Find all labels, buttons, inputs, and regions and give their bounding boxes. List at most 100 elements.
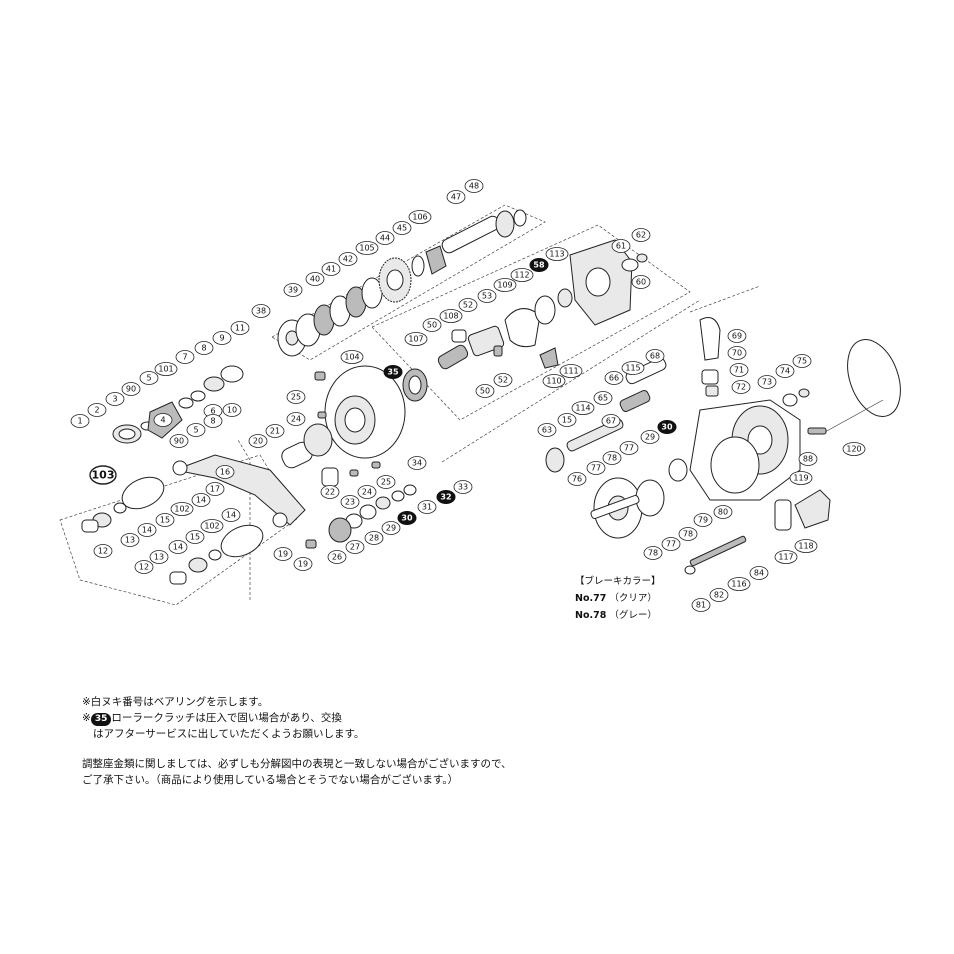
part-label-text: 14	[173, 543, 183, 552]
part-label-bubble	[657, 420, 677, 434]
part-label-5: 5	[139, 371, 159, 385]
part-label-15: 15	[185, 530, 205, 544]
part-label-text: 25	[381, 478, 391, 487]
part-label-bubble	[283, 283, 303, 297]
part-label-text: 28	[369, 534, 379, 543]
part-label-bubble	[121, 382, 141, 396]
part-label-52: 52	[493, 373, 513, 387]
part-label-28: 28	[364, 531, 384, 545]
frame-assembly	[545, 317, 901, 575]
part-label-bubble	[194, 341, 214, 355]
part-label-24: 24	[286, 412, 306, 426]
part-label-text: 21	[270, 427, 280, 436]
part-label-106: 106	[408, 210, 432, 224]
part-label-62: 62	[631, 228, 651, 242]
part-label-29: 29	[640, 430, 660, 444]
part-label-2: 2	[87, 403, 107, 417]
part-label-30: 30	[657, 420, 677, 434]
part-label-bubble	[357, 485, 377, 499]
part-label-text: 117	[778, 553, 793, 562]
part-label-23: 23	[340, 495, 360, 509]
part-label-text: 79	[698, 516, 708, 525]
part-label-text: 84	[754, 569, 764, 578]
part-label-text: 113	[549, 250, 564, 259]
part-label-text: 9	[219, 334, 224, 343]
part-label-text: 15	[160, 516, 170, 525]
part-label-text: 42	[343, 255, 353, 264]
part-label-110: 110	[542, 374, 566, 388]
part-label-text: 73	[762, 378, 772, 387]
part-label-bubble	[221, 508, 241, 522]
part-label-text: 29	[645, 433, 655, 442]
part-label-bubble	[222, 403, 242, 417]
part-label-10: 10	[222, 403, 242, 417]
part-label-118: 118	[794, 539, 818, 553]
part-label-bubble	[789, 471, 813, 485]
part-label-text: 108	[443, 312, 458, 321]
part-label-113: 113	[545, 247, 569, 261]
part-label-bubble	[691, 598, 711, 612]
part-label-text: 52	[498, 376, 508, 385]
part-label-bubble	[640, 430, 660, 444]
part-label-text: 13	[125, 536, 135, 545]
part-label-bubble	[205, 482, 225, 496]
part-label-text: 11	[235, 324, 245, 333]
part-label-116: 116	[727, 577, 751, 591]
part-label-bubble	[731, 380, 751, 394]
part-label-bubble	[661, 537, 681, 551]
part-label-text: 102	[204, 522, 219, 531]
part-label-text: 75	[797, 357, 807, 366]
part-label-33: 33	[453, 480, 473, 494]
part-label-bubble	[355, 241, 379, 255]
part-label-text: 30	[661, 423, 673, 432]
part-label-119: 119	[789, 471, 813, 485]
part-label-48: 48	[464, 179, 484, 193]
part-label-bubble	[749, 566, 769, 580]
part-label-bubble	[729, 363, 749, 377]
part-label-bubble	[364, 531, 384, 545]
part-label-text: 38	[256, 307, 266, 316]
part-label-text: 5	[193, 426, 198, 435]
part-label-88: 88	[798, 452, 818, 466]
part-label-text: 63	[542, 426, 552, 435]
part-label-text: 15	[190, 533, 200, 542]
part-label-text: 26	[332, 553, 342, 562]
part-label-text: 27	[350, 543, 360, 552]
part-label-bubble	[567, 472, 587, 486]
part-label-74: 74	[775, 364, 795, 378]
part-label-bubble	[537, 423, 557, 437]
part-label-39: 39	[283, 283, 303, 297]
part-label-102: 102	[170, 502, 194, 516]
part-label-bubble	[338, 252, 358, 266]
part-label-66: 66	[604, 371, 624, 385]
part-label-bubble	[453, 480, 473, 494]
part-label-78: 78	[643, 546, 663, 560]
part-label-38: 38	[251, 304, 271, 318]
part-label-111: 111	[559, 364, 583, 378]
part-label-text: 77	[591, 464, 601, 473]
part-label-bubble	[149, 550, 169, 564]
part-label-text: 90	[174, 437, 184, 446]
pinion-clutch-group	[437, 239, 648, 370]
part-label-text: 16	[220, 468, 230, 477]
part-label-bubble	[436, 490, 456, 504]
part-label-105: 105	[355, 241, 379, 255]
part-label-45: 45	[392, 221, 412, 235]
part-label-text: 3	[112, 395, 117, 404]
part-label-text: 65	[598, 394, 608, 403]
part-label-bubble	[559, 364, 583, 378]
part-label-bubble	[105, 392, 125, 406]
part-label-bubble	[153, 413, 173, 427]
part-label-bubble	[383, 365, 403, 379]
part-label-bubble	[137, 523, 157, 537]
part-label-text: 2	[94, 406, 99, 415]
part-label-114: 114	[571, 401, 595, 415]
part-label-30: 30	[397, 511, 417, 525]
part-label-bubble	[397, 511, 417, 525]
part-label-32: 32	[436, 490, 456, 504]
part-label-27: 27	[345, 540, 365, 554]
part-label-bubble	[678, 527, 698, 541]
part-label-text: 14	[142, 526, 152, 535]
part-label-text: 77	[666, 540, 676, 549]
